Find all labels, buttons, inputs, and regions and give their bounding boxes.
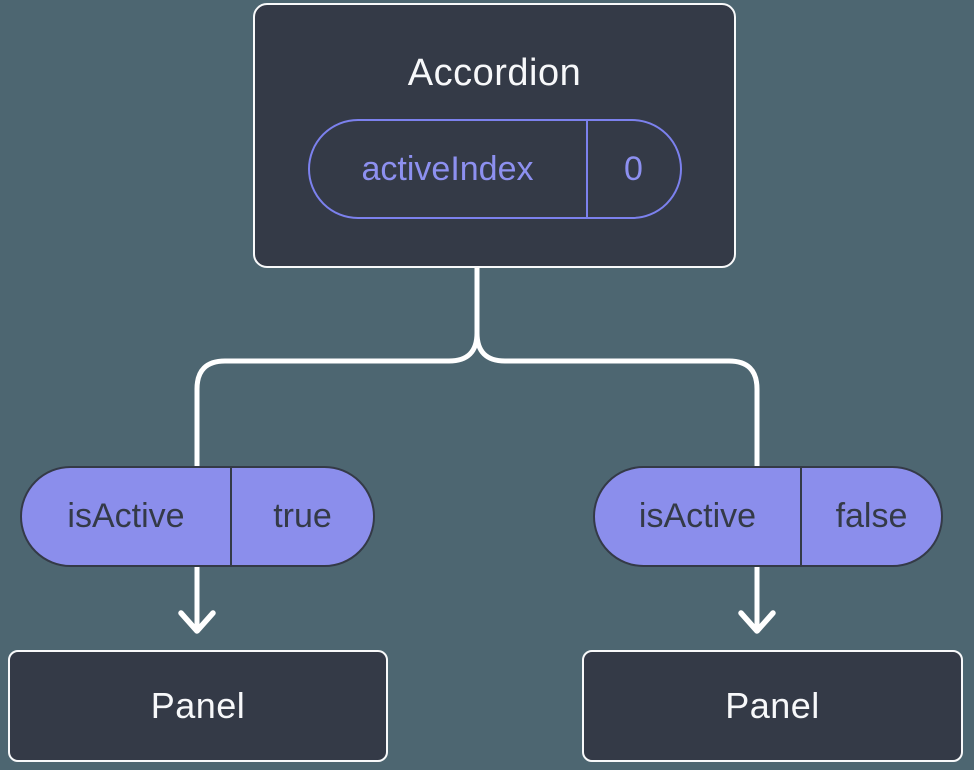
arrowhead-right-icon: [738, 610, 776, 634]
prop-name-label: isActive: [638, 497, 757, 535]
prop-name-label: isActive: [67, 497, 185, 535]
arrowhead-left-icon: [178, 610, 216, 634]
is-active-false-pill: isActive false: [593, 466, 943, 567]
panel-node-left: Panel: [8, 650, 388, 762]
prop-name-label: activeIndex: [361, 149, 534, 188]
connector-line-left: [194, 266, 480, 629]
is-active-true-pill: isActive true: [20, 466, 375, 567]
accordion-node-title: Accordion: [407, 52, 582, 94]
panel-node-title: Panel: [150, 685, 246, 726]
prop-value-label: false: [800, 468, 941, 565]
panel-node-title: Panel: [725, 685, 820, 726]
accordion-node: Accordion activeIndex 0: [253, 3, 736, 268]
prop-value-label: true: [230, 468, 373, 565]
active-index-prop-pill: activeIndex 0: [307, 119, 682, 219]
prop-value-label: 0: [585, 121, 680, 217]
connector-line-right: [474, 266, 760, 629]
panel-node-right: Panel: [582, 650, 963, 762]
